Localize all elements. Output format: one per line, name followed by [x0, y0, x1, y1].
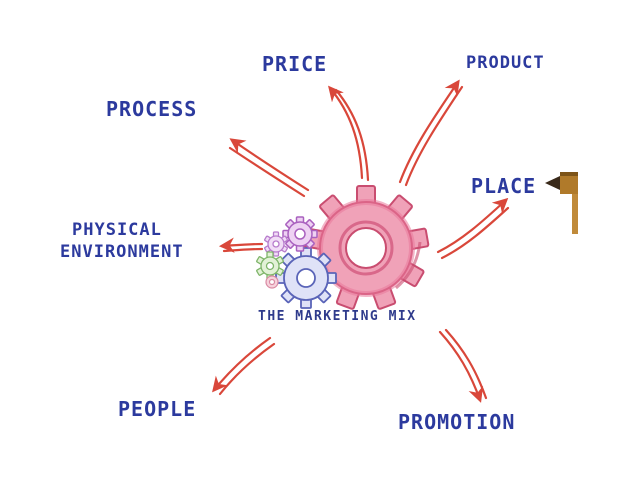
green-gear-icon — [256, 251, 284, 281]
purple-gear-icon — [282, 216, 318, 252]
blue-gear-icon — [275, 247, 337, 309]
arrow-to-people — [212, 336, 272, 393]
large-gear-icon — [302, 185, 430, 310]
node-place: PLACE — [471, 174, 537, 198]
node-process: PROCESS — [106, 97, 198, 121]
arrow-to-price — [328, 85, 364, 180]
node-product: PRODUCT — [466, 53, 545, 73]
tiny-pink-gear-icon — [265, 275, 279, 289]
arrow-to-place — [436, 197, 509, 254]
node-promotion: PROMOTION — [398, 410, 516, 434]
center-label: THE MARKETING MIX — [258, 309, 417, 324]
arrow-to-product — [398, 79, 460, 184]
arrow-to-process — [229, 138, 310, 192]
node-price: PRICE — [262, 52, 328, 76]
arrow-to-physical — [218, 237, 264, 253]
node-physical-line1: PHYSICAL — [72, 220, 162, 240]
node-people: PEOPLE — [118, 397, 197, 421]
small-purple-gear-icon — [264, 231, 288, 257]
node-physical-line2: ENVIRONMENT — [60, 242, 184, 262]
marker-pen-icon — [545, 172, 578, 234]
arrow-to-promotion — [438, 330, 484, 403]
